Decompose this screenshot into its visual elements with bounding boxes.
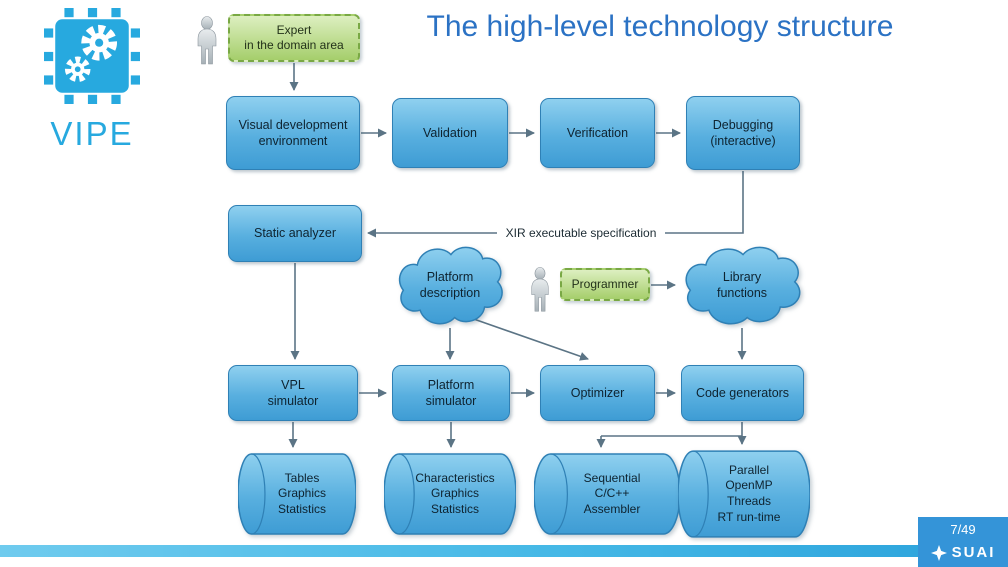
cylinder-shape: [384, 453, 516, 535]
cylinder-tables-output: Tables Graphics Statistics: [238, 453, 356, 535]
compass-plus-icon: [930, 544, 947, 561]
brand-name: VIPE: [50, 115, 134, 152]
page-number: 7/49: [950, 522, 976, 537]
cylinder-parallel-output: Parallel OpenMP Threads RT run-time: [678, 450, 810, 538]
cylinder-shape: [238, 453, 356, 535]
connector-debugging-static-analyzer: [367, 171, 744, 238]
programmer-label-box: Programmer: [560, 268, 650, 301]
cylinder-tables-label: Tables Graphics Statistics: [277, 470, 327, 516]
cloud-platform-description: Platform description: [394, 243, 506, 327]
cloud-platform-description-label: Platform description: [419, 269, 481, 300]
footer-accent-bar: [0, 545, 1008, 557]
cloud-shape: [680, 243, 804, 327]
expert-person-icon: [194, 16, 220, 66]
connector-codegen-split: [601, 422, 743, 437]
page-title: The high-level technology structure: [426, 10, 894, 43]
gear-icon: [64, 24, 118, 83]
box-platform-simulator: Platform simulator: [392, 365, 510, 421]
suai-logo: SUAI: [930, 544, 996, 561]
expert-label-box: Expert in the domain area: [228, 14, 360, 62]
cylinder-parallel-label: Parallel OpenMP Threads RT run-time: [717, 462, 781, 524]
suai-text: SUAI: [951, 544, 996, 561]
box-code-generators: Code generators: [681, 365, 804, 421]
cylinder-shape: [678, 450, 810, 538]
cloud-shape: [394, 243, 506, 327]
box-debugging: Debugging (interactive): [686, 96, 800, 170]
box-validation: Validation: [392, 98, 508, 168]
box-static-analyzer: Static analyzer: [228, 205, 362, 262]
box-optimizer: Optimizer: [540, 365, 655, 421]
box-verification: Verification: [540, 98, 655, 168]
programmer-person-icon: [528, 266, 552, 314]
chip-gears-icon: [44, 8, 140, 104]
footer-box: 7/49 SUAI: [918, 517, 1008, 567]
cylinder-shape: [534, 453, 680, 535]
cloud-library-functions-label: Library functions: [716, 269, 768, 300]
box-vpl-simulator: VPL simulator: [228, 365, 358, 421]
cylinder-sequential-output: Sequential C/C++ Assembler: [534, 453, 680, 535]
xir-specification-label: XIR executable specification: [497, 225, 665, 241]
box-visual-development-environment: Visual development environment: [226, 96, 360, 170]
cylinder-characteristics-output: Characteristics Graphics Statistics: [384, 453, 516, 535]
cylinder-characteristics-label: Characteristics Graphics Statistics: [415, 470, 495, 516]
vipe-logo: VIPE: [42, 8, 142, 153]
cylinder-sequential-label: Sequential C/C++ Assembler: [583, 470, 641, 516]
cloud-library-functions: Library functions: [680, 243, 804, 327]
